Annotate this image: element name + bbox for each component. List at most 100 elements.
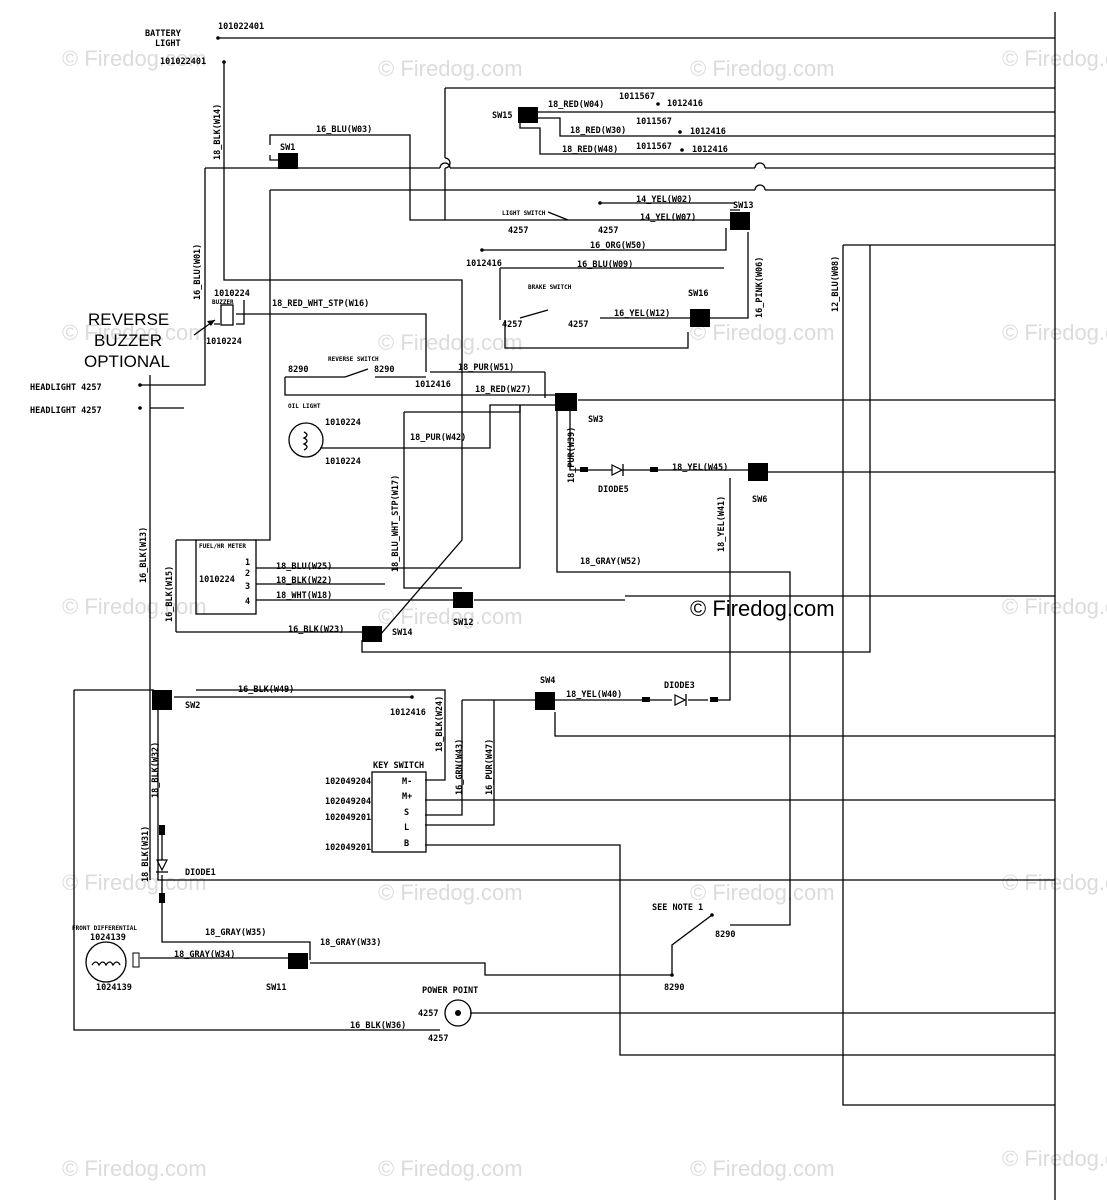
part-number: 1012416	[390, 708, 426, 718]
component-labels: BATTERY LIGHT HEADLIGHT 4257 HEADLIGHT 4…	[30, 29, 703, 996]
wire-label: 16_BLK(W49)	[238, 685, 294, 695]
key-terminal-label: M-	[402, 777, 412, 787]
wire-label: 16_GRN(W43)	[455, 739, 465, 795]
key-part-label: 102049201	[325, 813, 371, 823]
reverse-buzzer-note: REVERSE	[88, 310, 169, 329]
key-terminal-label: B	[404, 839, 409, 849]
part-number: 1024139	[96, 983, 132, 993]
watermark-text: © Firedog.com	[378, 1156, 523, 1181]
part-number: 101022401	[218, 22, 264, 32]
watermark-text: © Firedog.com	[378, 330, 523, 355]
sw1-label: SW1	[280, 143, 295, 153]
part-number: 1010224	[325, 418, 361, 428]
wire-label: 18_PUR(W39)	[567, 427, 577, 483]
part-number: 8290	[288, 365, 308, 375]
part-number: 1012416	[415, 380, 451, 390]
part-number: 1012416	[690, 127, 726, 137]
sw15-block	[518, 107, 538, 123]
headlight-label: HEADLIGHT 4257	[30, 383, 102, 393]
meter-pin-label: 4	[245, 597, 250, 607]
watermark-text: © Firedog.com	[62, 320, 207, 345]
sw3-block	[555, 393, 577, 411]
part-number: 101022401	[160, 57, 206, 67]
watermark-text: © Firedog.com	[690, 1156, 835, 1181]
sw4-label: SW4	[540, 676, 555, 686]
wire-label: 18_RED(W27)	[475, 385, 531, 395]
wire-label: 18_GRAY(W35)	[205, 928, 266, 938]
key-part-label: 102049204	[325, 777, 371, 787]
watermark-text: © Firedog.com	[378, 880, 523, 905]
crossovers	[439, 157, 766, 191]
wire-label: 16_PINK(W06)	[755, 257, 765, 318]
part-number: 8290	[664, 983, 684, 993]
part-number: 1024139	[90, 933, 126, 943]
part-number: 4257	[502, 320, 522, 330]
watermark-text: © Firedog.com	[62, 1156, 207, 1181]
wire-label: 14_YEL(W02)	[636, 195, 692, 205]
part-number: 8290	[374, 365, 394, 375]
key-switch-box	[371, 771, 427, 853]
front-differential-label: FRONT DIFFERENTIAL	[72, 925, 137, 932]
sw11-label: SW11	[266, 983, 286, 993]
watermark-text: © Firedog.com	[378, 56, 523, 81]
diode1-icon	[156, 859, 168, 872]
sw6-block	[748, 463, 768, 481]
oil-light-label: OIL LIGHT	[288, 403, 321, 410]
wire-label: 18_RED(W04)	[548, 100, 604, 110]
wire-labels: 18_RED(W04) 18_RED(W30) 18_RED(W48) 16_B…	[174, 100, 728, 1031]
sw1-block	[278, 153, 298, 169]
part-numbers: 101022401 101022401 1011567 1012416 1011…	[90, 22, 735, 1044]
wire-label: 16_BLU(W09)	[577, 260, 633, 270]
diode5-icon	[611, 464, 624, 476]
sw15-label: SW15	[492, 111, 512, 121]
wire-label: 18_BLU_WHT_STP(W17)	[391, 475, 401, 572]
sw11-block	[288, 953, 308, 969]
fuel-hr-meter-box	[195, 539, 257, 615]
part-number: 4257	[418, 1009, 438, 1019]
wire-label: 16_PUR(W47)	[485, 739, 495, 795]
diode5-label: DIODE5	[598, 485, 629, 495]
watermark-dark-text: © Firedog.com	[690, 596, 835, 621]
meter-pin-label: 1	[245, 558, 250, 568]
fuel-hr-meter-label: FUEL/HR METER	[199, 543, 246, 550]
wire-label: 16_BLU(W03)	[316, 125, 372, 135]
wire-label: 18_PUR(W51)	[458, 363, 514, 373]
sw2-label: SW2	[185, 701, 200, 711]
battery-light-label: BATTERY	[145, 29, 182, 39]
key-terminal-label: M+	[402, 792, 412, 802]
watermark-text: © Firedog.com	[690, 880, 835, 905]
oil-light-icon	[288, 422, 324, 458]
wire-label: 16_YEL(W12)	[614, 309, 670, 319]
wire-label: 18_WHT(W18)	[276, 591, 332, 601]
wire-label: 18_BLK(W24)	[435, 696, 445, 752]
sw13-block	[730, 212, 750, 230]
wire-label: 18_BLK(W14)	[213, 104, 223, 160]
reverse-switch-label: REVERSE SWITCH	[328, 356, 379, 363]
key-switch-terminals: M- M+ S L B 102049204 102049204 10204920…	[325, 777, 412, 853]
wire-label: 16_ORG(W50)	[590, 241, 646, 251]
headlight-label: HEADLIGHT 4257	[30, 406, 102, 416]
see-note-label: SEE NOTE 1	[652, 903, 703, 913]
part-number: 1011567	[636, 142, 672, 152]
switch-blocks	[152, 107, 768, 969]
sw13-label: SW13	[733, 201, 753, 211]
wire-label: 18_PUR(W42)	[410, 433, 466, 443]
sw12-label: SW12	[453, 618, 473, 628]
wire-label: 16_BLK(W23)	[288, 625, 344, 635]
part-number: 1010224	[199, 575, 235, 585]
diode3-icon	[674, 694, 687, 706]
sw12-block	[453, 592, 473, 608]
wires	[73, 12, 1056, 1200]
sw6-label: SW6	[752, 495, 767, 505]
wire-label: 18_YEL(W40)	[566, 690, 622, 700]
wire-label: 18_GRAY(W34)	[174, 950, 235, 960]
watermark-text: © Firedog.com	[690, 320, 835, 345]
switch-labels: SW15 SW1 SW13 SW16 SW3 SW6 SW12 SW14 SW2…	[185, 111, 767, 993]
sw3-label: SW3	[588, 415, 603, 425]
wire-label: 18_RED_WHT_STP(W16)	[272, 299, 369, 309]
key-part-label: 102049204	[325, 797, 371, 807]
watermark-text: © Firedog.com	[62, 594, 207, 619]
wire-label: 18_RED(W30)	[570, 126, 626, 136]
buzzer-label: BUZZER	[212, 299, 234, 306]
reverse-buzzer-note: BUZZER	[94, 331, 162, 350]
